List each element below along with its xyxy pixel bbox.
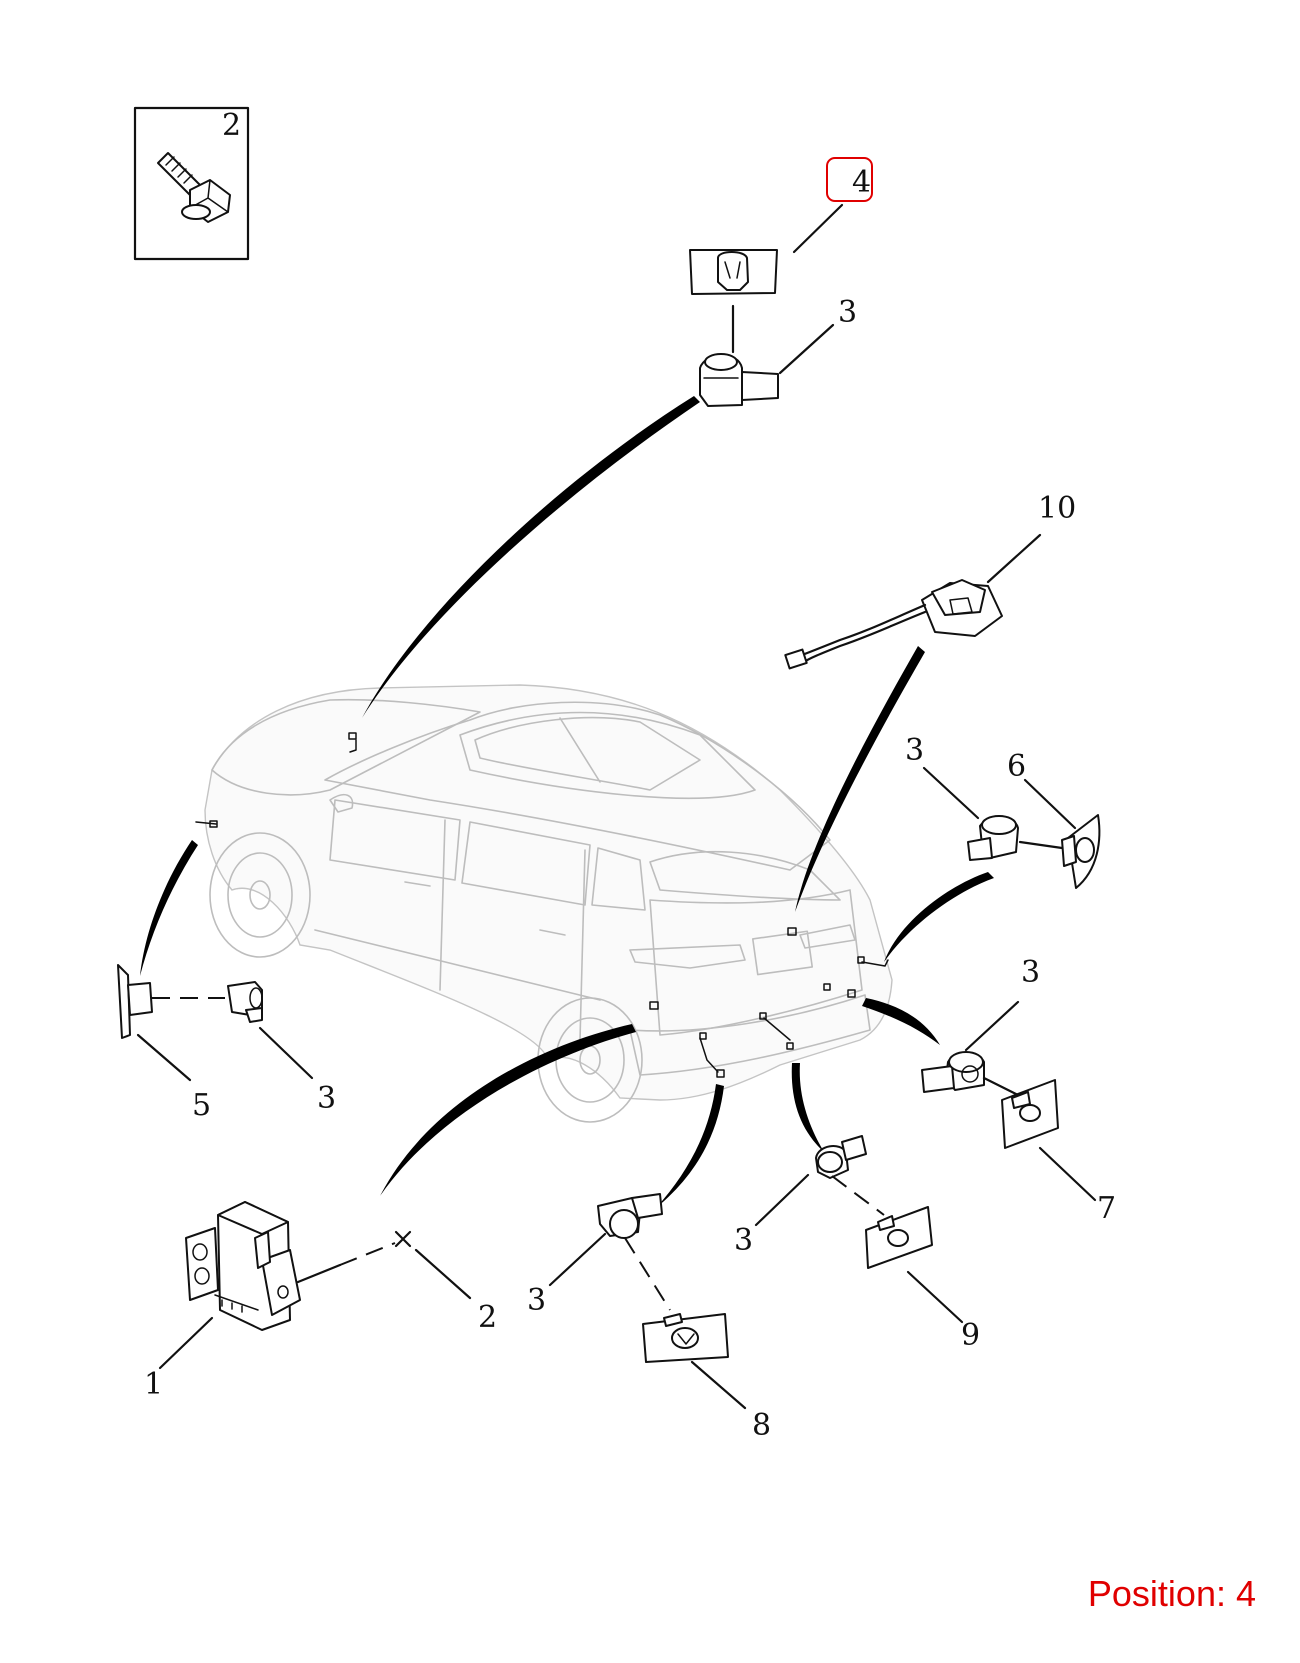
callout-bracket-6: 6	[1007, 749, 1026, 784]
callout-bolt-box: 2	[222, 108, 241, 143]
bracket-5	[117, 964, 153, 1039]
vehicle-outline	[204, 684, 893, 1123]
callout-right-upper-sensor: 3	[905, 733, 924, 768]
rear-camera: 10	[784, 491, 1076, 670]
right-upper-sensor-group: 3 6	[905, 733, 1101, 889]
right-upper-sensor	[967, 815, 1019, 861]
highlight-box	[826, 157, 873, 202]
bracket-6	[1061, 814, 1101, 889]
lower-sensor	[597, 1193, 663, 1239]
top-bracket	[689, 249, 778, 295]
leader-wedges	[140, 396, 994, 1208]
bracket-7	[1001, 1079, 1059, 1149]
left-sensor-group: 5 3	[117, 964, 336, 1123]
position-label: Position: 4	[1087, 1573, 1256, 1614]
top-sensor-group: 4 3	[689, 157, 873, 407]
callout-bracket-7: 7	[1097, 1191, 1116, 1226]
callout-lower-sensor: 3	[527, 1283, 546, 1318]
callout-module: 1	[144, 1367, 163, 1402]
right-lower-sensor	[921, 1051, 985, 1093]
bolt-icon	[157, 152, 231, 223]
control-module	[185, 1201, 301, 1331]
callout-bracket-9: 9	[961, 1318, 980, 1353]
callout-left-sensor: 3	[317, 1081, 336, 1116]
right-lower-sensor-group: 3 7	[921, 955, 1116, 1226]
cross-icon	[394, 1230, 412, 1248]
callout-top-bracket: 4	[852, 165, 871, 200]
lower-sensor-group: 3 8	[527, 1193, 771, 1443]
callout-module-bolt: 2	[478, 1300, 497, 1335]
center-sensor	[815, 1135, 867, 1179]
bracket-8	[642, 1313, 729, 1363]
bolt-detail-box: 2	[133, 106, 250, 261]
callout-top-sensor: 3	[838, 295, 857, 330]
center-sensor-group: 3 9	[734, 1135, 980, 1353]
left-sensor	[227, 981, 263, 1023]
callout-bracket-5: 5	[192, 1088, 211, 1123]
callout-right-lower-sensor: 3	[1021, 955, 1040, 990]
top-sensor	[699, 353, 779, 407]
callout-bracket-8: 8	[752, 1408, 771, 1443]
callout-center-sensor: 3	[734, 1223, 753, 1258]
bracket-9	[865, 1206, 933, 1269]
mount-markers	[195, 732, 889, 1078]
callout-camera: 10	[1038, 491, 1076, 526]
control-module-group: 1 2	[144, 1201, 497, 1402]
